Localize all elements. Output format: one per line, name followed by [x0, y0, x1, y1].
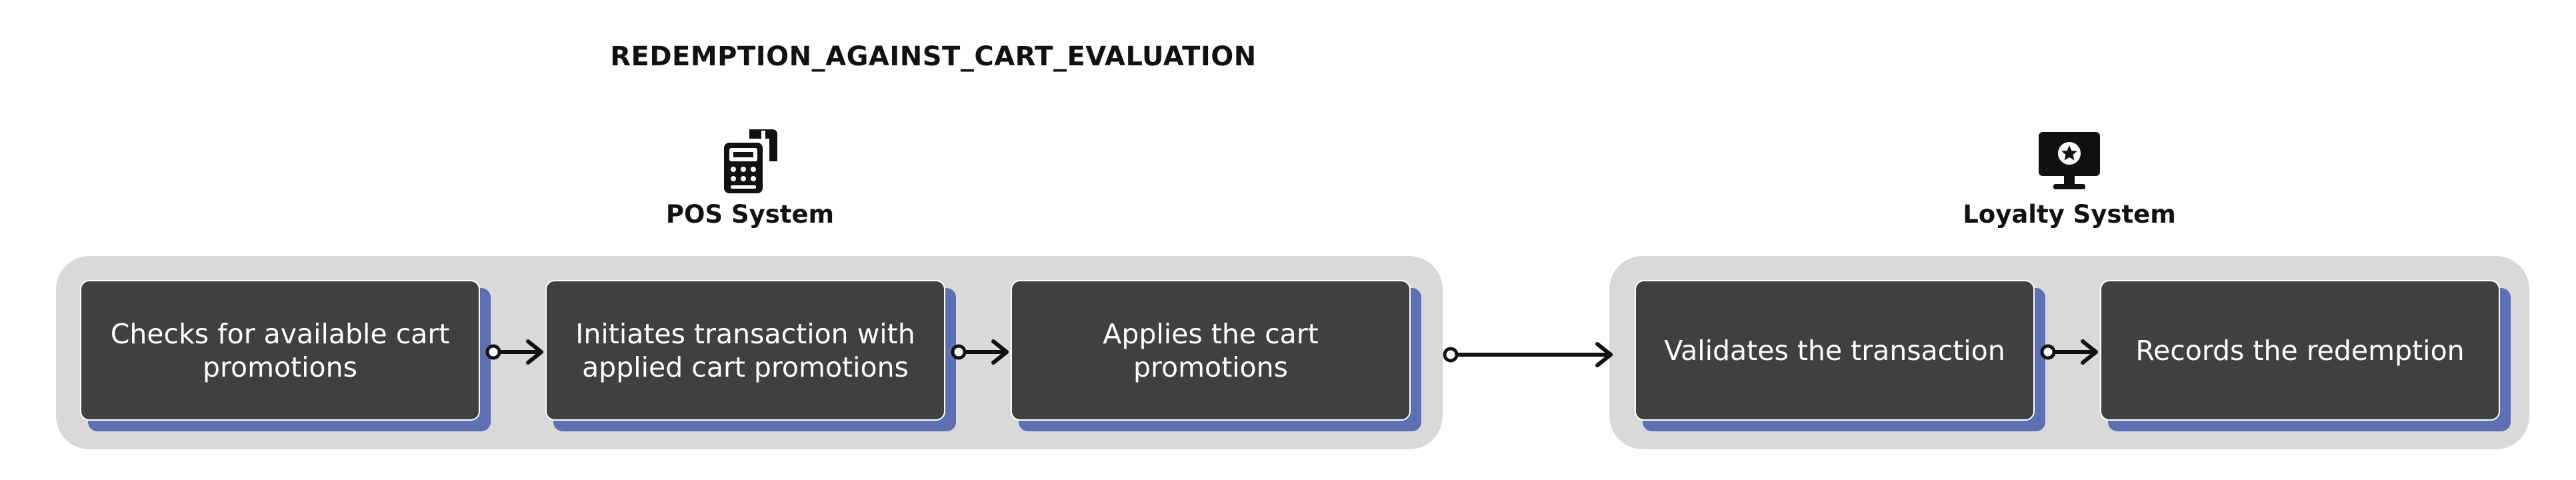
- process-step: Applies the cart promotions: [1011, 280, 1421, 431]
- connector-arrow: [962, 339, 1009, 365]
- actor-label: POS System: [665, 200, 835, 229]
- monitor-star-icon: [2039, 132, 2100, 189]
- connector-start-dot: [485, 344, 501, 360]
- step-box: Applies the cart promotions: [1011, 280, 1411, 421]
- connector-start-dot: [951, 344, 967, 360]
- process-step: Validates the transaction: [1635, 280, 2045, 431]
- connector-start-dot: [1443, 347, 1459, 363]
- step-box: Validates the transaction: [1635, 280, 2035, 421]
- step-box: Initiates transaction with applied cart …: [545, 280, 945, 421]
- process-step: Checks for available cart promotions: [80, 280, 491, 431]
- step-box: Records the redemption: [2100, 280, 2500, 421]
- actor-loyalty-system: Loyalty System: [1936, 128, 2203, 229]
- process-step: Initiates transaction with applied cart …: [545, 280, 956, 431]
- step-box: Checks for available cart promotions: [80, 280, 480, 421]
- actor-label: Loyalty System: [1963, 200, 2176, 229]
- connector-arrow: [2051, 339, 2098, 365]
- connector-start-dot: [2040, 344, 2056, 360]
- diagram-title: REDEMPTION_AGAINST_CART_EVALUATION: [610, 41, 1257, 72]
- actor-pos-system: POS System: [617, 128, 883, 229]
- pos-terminal-icon: [724, 129, 777, 193]
- process-step: Records the redemption: [2100, 280, 2511, 431]
- connector-arrow: [1454, 342, 1613, 367]
- connector-arrow: [497, 339, 543, 365]
